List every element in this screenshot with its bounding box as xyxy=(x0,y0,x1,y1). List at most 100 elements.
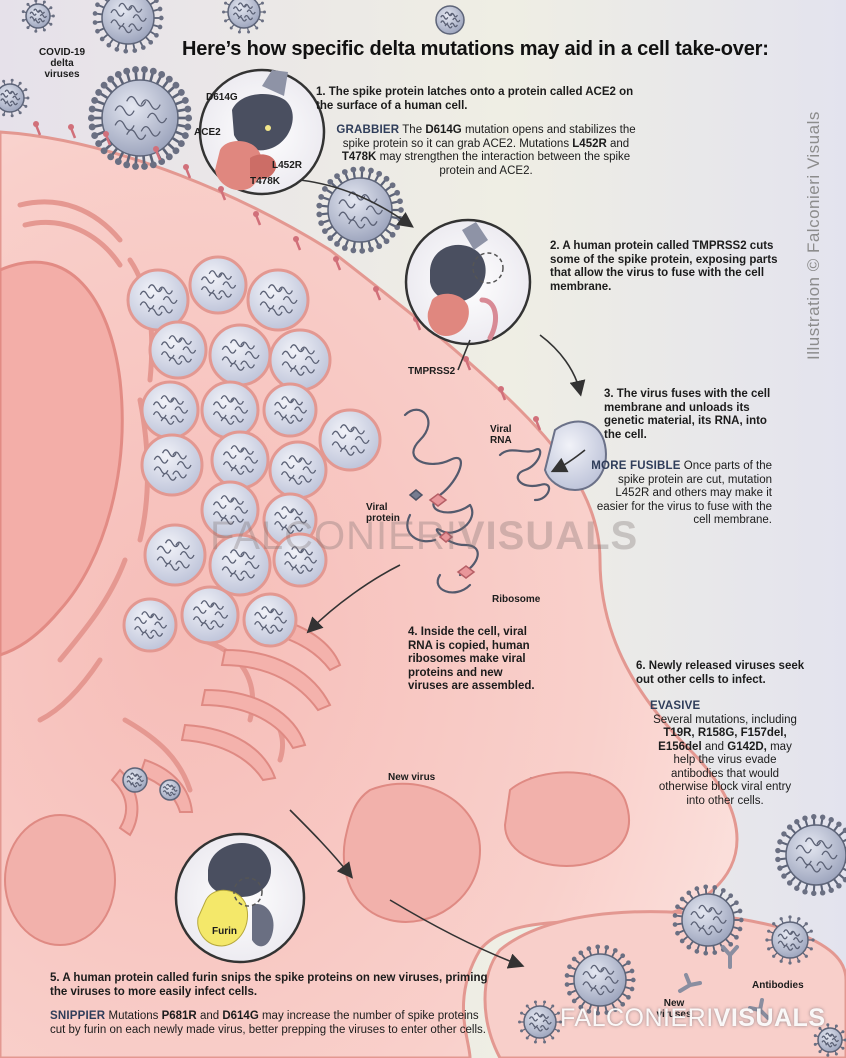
rna-coil xyxy=(192,600,229,630)
spike-head xyxy=(376,170,383,177)
spike-head xyxy=(586,946,592,951)
rna-coil xyxy=(274,506,308,534)
label-tmprss2: TMPRSS2 xyxy=(408,366,456,377)
spike-head xyxy=(809,929,813,933)
vesicle-membrane xyxy=(272,532,328,588)
vesicle xyxy=(272,532,328,588)
virus-buds xyxy=(4,771,630,946)
vesicle xyxy=(200,380,260,440)
receptor-head xyxy=(463,356,469,362)
vesicle xyxy=(208,533,272,597)
virus-particle xyxy=(518,1000,562,1044)
step-1-body-f: T478K xyxy=(341,151,377,163)
spike-head xyxy=(21,10,25,14)
spike-head xyxy=(703,884,709,890)
spike-head xyxy=(672,922,678,927)
spike-head xyxy=(2,113,6,117)
virus-envelope xyxy=(327,177,393,243)
spike-head xyxy=(341,245,348,251)
spike-head xyxy=(359,166,366,172)
spike-head xyxy=(712,885,718,890)
vesicle xyxy=(268,328,332,392)
nucleus xyxy=(0,260,124,657)
spike-head xyxy=(177,88,185,96)
rna-coil xyxy=(528,1012,552,1032)
spike-head xyxy=(630,977,636,983)
spike-head xyxy=(826,1053,830,1057)
label-ribosome: Ribosome xyxy=(492,594,541,605)
spike-head xyxy=(132,66,139,73)
rna-coil xyxy=(114,95,168,141)
spike-head xyxy=(26,26,30,30)
spike-head xyxy=(786,880,793,886)
spike-head xyxy=(703,950,709,956)
step-6-body: EVASIVE Several mutations, including T19… xyxy=(650,700,800,808)
step-6-body-a: Several mutations, including xyxy=(653,713,797,726)
receptor-head xyxy=(183,164,189,170)
spike-head xyxy=(42,0,46,4)
spike-head xyxy=(595,1010,601,1016)
virus-particle xyxy=(775,813,846,897)
rna-coil xyxy=(212,395,249,425)
spike-head xyxy=(172,147,180,155)
spike-head xyxy=(262,10,266,14)
page-title: Here’s how specific delta mutations may … xyxy=(182,38,769,60)
virus-envelope xyxy=(771,921,809,959)
spike-head xyxy=(350,247,357,254)
step-5-body-e: may increase the number of spike protein… xyxy=(50,1010,486,1036)
spike-head xyxy=(620,1001,626,1007)
watermark-bottom-part2: VISUALS xyxy=(713,1004,826,1032)
spike-head xyxy=(260,19,264,23)
spike-head xyxy=(836,883,842,889)
spike-head xyxy=(158,15,164,21)
spike-head xyxy=(376,243,383,250)
watermark-bottom-part1: FALCONIERI xyxy=(560,1004,714,1032)
vesicle-membrane xyxy=(208,533,272,597)
spike-head xyxy=(51,14,55,18)
step-3-keyword: MORE FUSIBLE xyxy=(591,460,681,472)
spike-head xyxy=(826,1023,830,1027)
spike-head xyxy=(100,147,108,155)
rna-coil xyxy=(134,611,168,639)
spike-head xyxy=(551,1036,555,1040)
virus-particle xyxy=(564,944,636,1016)
rna-coil xyxy=(0,89,21,107)
spike-head xyxy=(316,211,323,218)
spike-head xyxy=(567,964,572,970)
rna-coil xyxy=(338,191,383,229)
rna-coil xyxy=(232,2,256,22)
spike-head xyxy=(828,817,834,823)
virus-particle xyxy=(222,0,266,34)
spike-head xyxy=(322,228,328,234)
spike-head xyxy=(578,950,584,956)
spike-head xyxy=(327,178,334,185)
spike-head xyxy=(334,241,340,247)
spike-head xyxy=(260,1,264,5)
virus-envelope xyxy=(817,1027,843,1053)
spike-head xyxy=(564,982,570,987)
rna-coil xyxy=(284,546,318,574)
spike-head xyxy=(10,78,14,82)
label-new-virus: New virus xyxy=(388,772,436,783)
step-3-heading: 3. The virus fuses with the cell membran… xyxy=(604,388,771,441)
spike-head xyxy=(604,1010,610,1015)
vesicle-cluster xyxy=(122,255,382,653)
spike-head xyxy=(818,1026,822,1030)
zoom-ace2-binding xyxy=(198,68,326,196)
spike-head xyxy=(543,1040,547,1044)
watermark-part1: FALCONIERI xyxy=(210,514,458,558)
rna-coil xyxy=(440,11,461,29)
spike-head xyxy=(316,202,323,209)
vesicle xyxy=(246,268,310,332)
spike-head xyxy=(797,959,801,963)
vesicle xyxy=(208,323,272,387)
spike-head xyxy=(567,990,572,996)
spike-head xyxy=(842,876,846,883)
vesicle-membrane xyxy=(180,585,240,645)
spike-head xyxy=(779,959,783,963)
spike-head xyxy=(141,163,148,170)
spike-head xyxy=(91,132,99,139)
spike-head xyxy=(123,67,131,75)
vesicle xyxy=(210,430,270,490)
spike-head xyxy=(802,889,808,895)
